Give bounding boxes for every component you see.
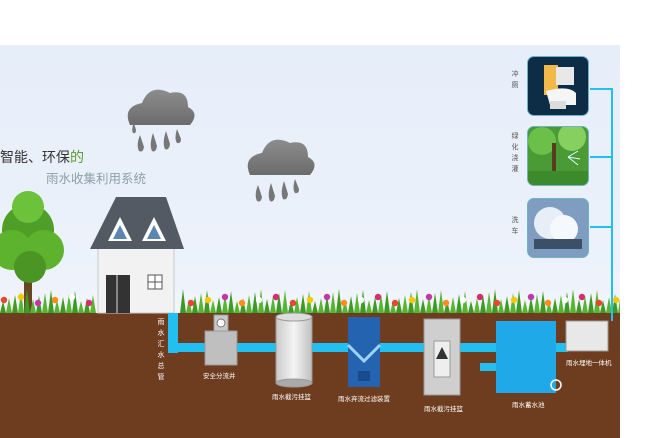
title-suffix: 的 — [70, 150, 84, 166]
downspout-pipe — [168, 313, 178, 353]
diverter-device — [346, 317, 382, 387]
label-main-pipe: 雨水汇水总管 — [157, 318, 165, 381]
label-sediment: 雨水截污挂篮 — [424, 405, 463, 413]
supply-riser — [590, 88, 613, 321]
grass-strip — [0, 289, 620, 313]
garden-photo — [528, 127, 588, 185]
toilet-photo — [528, 57, 588, 115]
cloud-rain-icon — [247, 139, 315, 202]
label-machine: 雨水埋地一体机 — [566, 359, 612, 367]
title-prefix: 智能、环保 — [0, 150, 70, 166]
carwash-photo — [528, 199, 588, 257]
label-filter-basket: 雨水截污挂篮 — [272, 393, 311, 401]
diagram-canvas — [0, 88, 620, 438]
house-icon — [90, 197, 184, 314]
page-title: 智能、环保的 — [0, 147, 84, 167]
page-subtitle: 雨水收集利用系统 — [46, 171, 147, 186]
sediment-box — [423, 318, 461, 396]
use-label-toilet: 冲厕 — [511, 70, 519, 89]
label-tank: 雨水蓄水池 — [512, 401, 545, 409]
tree-icon — [0, 191, 64, 315]
use-label-garden: 绿化浇灌 — [511, 132, 519, 173]
storage-tank — [480, 321, 562, 393]
cloud-rain-icon — [127, 89, 195, 152]
safety-well — [204, 314, 238, 366]
use-label-carwash: 洗车 — [511, 216, 519, 235]
diagram-stage: 冲厕 绿化浇灌 洗车 智能、环保的 雨水收集利用系统 雨水汇水总管 安全分流井 … — [0, 45, 620, 438]
filter-basket — [275, 312, 313, 388]
label-safety-well: 安全分流井 — [203, 372, 236, 380]
car-wash-icon — [528, 199, 588, 257]
garden-irrigation-icon — [528, 127, 588, 185]
label-diverter: 雨水弃流过滤装置 — [338, 395, 390, 403]
integrated-machine — [565, 320, 609, 352]
toilet-icon — [544, 65, 576, 109]
